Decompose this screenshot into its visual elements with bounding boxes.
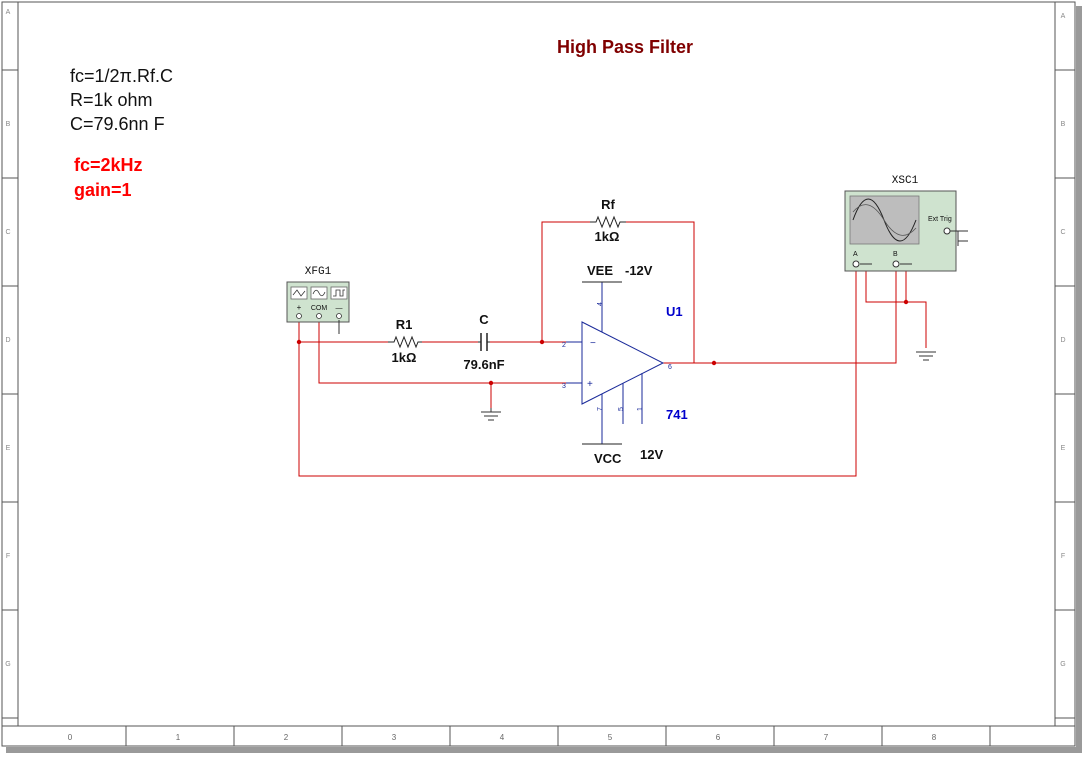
sheet-shadow-right	[1076, 6, 1082, 750]
resistor-rf[interactable]: Rf 1kΩ	[590, 197, 626, 244]
row-label-left-d: D	[5, 337, 10, 344]
supply-vcc[interactable]: VCC 12V	[582, 443, 663, 466]
pin-7-label: 7	[597, 407, 604, 411]
vee-value: -12V	[625, 263, 653, 278]
capacitor-c[interactable]: C 79.6nF	[463, 312, 504, 372]
channel-a-label: A	[853, 251, 858, 258]
row-label-left-a: A	[6, 9, 11, 16]
square-wave-icon[interactable]	[330, 286, 348, 300]
row-label-right-d: D	[1060, 337, 1065, 344]
opamp-plus-symbol: +	[587, 379, 593, 390]
column-label-6: 6	[716, 733, 721, 742]
rf-ref: Rf	[601, 197, 615, 212]
row-label-right-g: G	[1060, 661, 1065, 668]
row-label-right-a: A	[1061, 13, 1066, 20]
column-label-0: 0	[68, 733, 73, 742]
r1-value: 1kΩ	[392, 350, 417, 365]
terminal-plus-icon[interactable]	[296, 313, 302, 319]
supply-vee[interactable]: VEE -12V	[582, 263, 653, 283]
column-label-5: 5	[608, 733, 613, 742]
resistor-icon	[590, 215, 626, 229]
channel-b-terminal-icon[interactable]	[892, 260, 900, 268]
opamp-ref: U1	[666, 304, 683, 319]
terminal-minus-icon[interactable]	[336, 313, 342, 319]
opamp-u1[interactable]: − + 2 3 6 4 7 5 1 U1 741	[562, 282, 688, 444]
resistor-r1[interactable]: R1 1kΩ	[388, 317, 422, 365]
terminal-com-icon[interactable]	[316, 313, 322, 319]
oscilloscope-ref: XSC1	[892, 175, 919, 187]
ground-symbol-scope	[916, 351, 936, 361]
c-ref: C	[479, 312, 489, 327]
column-label-8: 8	[932, 733, 937, 742]
row-label-right-f: F	[1061, 553, 1065, 560]
resistor-icon	[388, 335, 422, 349]
note-capacitance: C=79.6nn F	[70, 114, 165, 134]
channel-a-terminal-icon[interactable]	[852, 260, 860, 268]
row-label-left-e: E	[6, 445, 11, 452]
sheet-border	[1, 1, 1076, 747]
row-label-right-e: E	[1061, 445, 1066, 452]
column-label-1: 1	[176, 733, 181, 742]
ext-trig-label: Ext Trig	[928, 216, 952, 223]
row-label-left-g: G	[5, 661, 10, 668]
row-label-left-c: C	[5, 229, 10, 236]
ground-symbol-input	[481, 408, 501, 421]
note-cutoff-frequency: fc=2kHz	[74, 155, 143, 175]
column-label-4: 4	[500, 733, 505, 742]
oscilloscope-xsc1[interactable]: XSC1 Ext Trig A B	[844, 175, 968, 272]
terminal-com-label: COM	[311, 305, 328, 312]
terminal-plus-label: +	[297, 303, 302, 312]
row-label-left-b: B	[6, 121, 11, 128]
function-generator-xfg1[interactable]: XFG1 + COM —	[286, 266, 350, 323]
function-generator-ref: XFG1	[305, 266, 332, 278]
column-label-7: 7	[824, 733, 829, 742]
pin-3-label: 3	[562, 383, 566, 390]
opamp-minus-symbol: −	[590, 338, 596, 349]
row-label-left-f: F	[6, 553, 10, 560]
pin-6-label: 6	[668, 364, 672, 371]
note-formula: fc=1/2π.Rf.C	[70, 66, 173, 86]
pin-1-label: 1	[637, 407, 644, 411]
note-resistance: R=1k ohm	[70, 90, 153, 110]
sheet-shadow-bottom	[6, 747, 1082, 753]
ext-trig-terminal-icon[interactable]	[943, 227, 951, 235]
vee-label: VEE	[587, 263, 613, 278]
pin-2-label: 2	[562, 342, 566, 349]
pin-4-label: 4	[597, 302, 604, 306]
terminal-minus-label: —	[336, 305, 343, 312]
row-label-right-c: C	[1060, 229, 1065, 236]
border-dividers	[2, 69, 1075, 746]
wires	[298, 221, 927, 477]
vcc-label: VCC	[594, 451, 622, 466]
page-title: High Pass Filter	[557, 37, 693, 57]
r1-ref: R1	[396, 317, 413, 332]
channel-b-label: B	[893, 251, 898, 258]
opamp-model: 741	[666, 407, 688, 422]
rf-value: 1kΩ	[595, 229, 620, 244]
c-value: 79.6nF	[463, 357, 504, 372]
junction-dots	[296, 299, 909, 386]
pin-5-label: 5	[618, 407, 625, 411]
vcc-value: 12V	[640, 447, 663, 462]
column-label-3: 3	[392, 733, 397, 742]
note-gain: gain=1	[74, 180, 132, 200]
column-label-2: 2	[284, 733, 289, 742]
row-label-right-b: B	[1061, 121, 1066, 128]
